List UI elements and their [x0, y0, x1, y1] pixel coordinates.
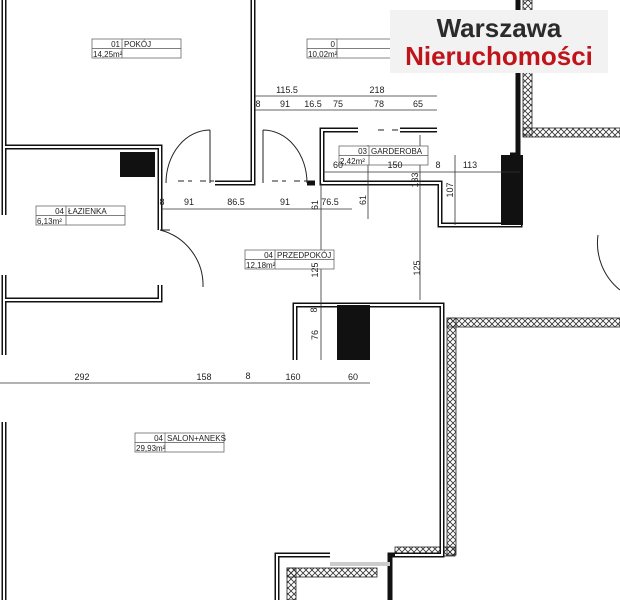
room-area: 14,25m² [93, 50, 123, 59]
dimension-label: 76.5 [321, 197, 339, 207]
ventilation-shafts [120, 152, 523, 360]
room-label-3: 04 ŁAZIENKA 6,13m² [35, 205, 126, 226]
dimension-label: 91 [280, 197, 290, 207]
room-label-1: 010,02m² [306, 38, 397, 59]
room-name: POKÓJ [124, 40, 151, 49]
dimension-label: 76 [310, 330, 320, 340]
dimension-label: 91 [184, 197, 194, 207]
dimension-label: 61 [310, 200, 320, 210]
dimension-labels: 115.5 218 8 91 16.5 75 78 65 60 150 8 113 8 91 86.5 91 6… [74, 85, 477, 382]
room-name: ŁAZIENKA [68, 207, 107, 216]
dimension-label: 125 [412, 260, 422, 275]
logo-line2: Nieruchomości [405, 41, 593, 71]
room-area: 6,13m² [37, 217, 62, 226]
hatched-exterior-walls [286, 0, 620, 600]
room-number: 04 [55, 207, 64, 216]
dimension-label: 75 [333, 99, 343, 109]
dimension-label: 150 [387, 160, 402, 170]
dimension-label: 78 [374, 99, 384, 109]
dimension-label: 8 [255, 99, 260, 109]
room-label-2: 03 GARDEROBA 2,42m² [338, 145, 429, 166]
dimension-label: 218 [369, 85, 384, 95]
room-number: 04 [154, 434, 163, 443]
room-name: GARDEROBA [371, 147, 423, 156]
dimension-label: 107 [445, 182, 455, 197]
room-area: 2,42m² [340, 157, 365, 166]
dimension-label: 60 [348, 372, 358, 382]
logo-line1: Warszawa [436, 13, 562, 43]
dimension-label: 16.5 [304, 99, 322, 109]
room-number: 03 [358, 147, 367, 156]
dimension-label: 8 [245, 371, 250, 381]
dimension-label: 160 [285, 372, 300, 382]
dimension-label: 113 [463, 160, 477, 170]
dimension-label: 158 [196, 372, 211, 382]
room-name: SALON+ANEKS [167, 434, 226, 443]
dimension-label: 125 [310, 262, 320, 277]
dimension-label: 61 [358, 195, 368, 205]
dimension-label: 65 [413, 99, 423, 109]
watermark-logo: Warszawa Nieruchomości [390, 10, 608, 73]
dimension-label: 86.5 [227, 197, 245, 207]
room-number: 0 [331, 40, 336, 49]
dimension-label: 292 [74, 372, 89, 382]
room-number: 04 [264, 251, 273, 260]
dimension-label: 115.5 [276, 85, 298, 95]
doors [159, 129, 620, 291]
walls [1, 0, 523, 600]
room-number: 01 [111, 40, 120, 49]
room-area: 10,02m² [308, 50, 338, 59]
room-area: 12,18m² [246, 261, 276, 270]
dimension-label: 8 [309, 307, 319, 312]
dimension-label: 8 [159, 197, 164, 207]
dimension-label: 91 [280, 99, 290, 109]
room-name: PRZEDPOKÓJ [277, 251, 331, 260]
dimension-label: 133 [410, 172, 420, 187]
room-area: 29,93m² [136, 444, 166, 453]
dimension-label: 8 [435, 160, 440, 170]
dimension-label: 60 [333, 160, 343, 170]
